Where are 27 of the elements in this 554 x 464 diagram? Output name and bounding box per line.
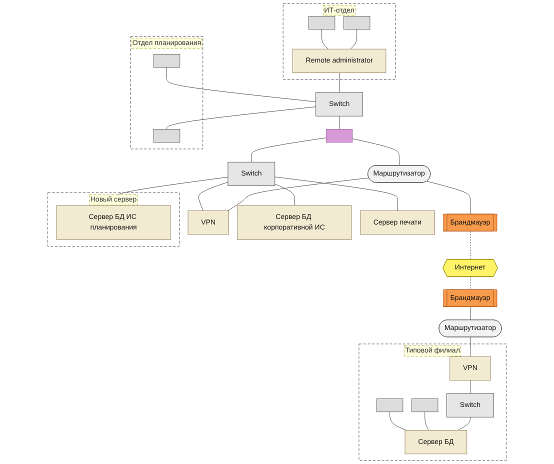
node-computer: [153, 54, 180, 68]
connector: [424, 412, 430, 430]
connector: [470, 276, 471, 290]
connector: [339, 116, 340, 130]
connector: [426, 181, 471, 214]
connector: [274, 184, 295, 206]
connector: [350, 29, 358, 50]
node-computer: [411, 398, 438, 412]
connector: [251, 138, 326, 162]
connector: [274, 176, 398, 211]
connector: [339, 72, 340, 93]
node-computer: [343, 16, 370, 30]
connector: [470, 336, 471, 357]
connector: [390, 412, 406, 430]
connector: [198, 182, 228, 211]
node-printer: [153, 129, 180, 143]
connector: [166, 67, 316, 102]
connector: [228, 178, 370, 211]
connector: [470, 306, 471, 320]
connector: [470, 231, 471, 260]
connector: [322, 29, 328, 50]
node-printer: [308, 16, 336, 30]
connector: [458, 416, 470, 430]
connector: [166, 106, 316, 130]
connector: [352, 138, 400, 166]
node-printer: [376, 398, 404, 412]
node-bar: [326, 129, 353, 143]
